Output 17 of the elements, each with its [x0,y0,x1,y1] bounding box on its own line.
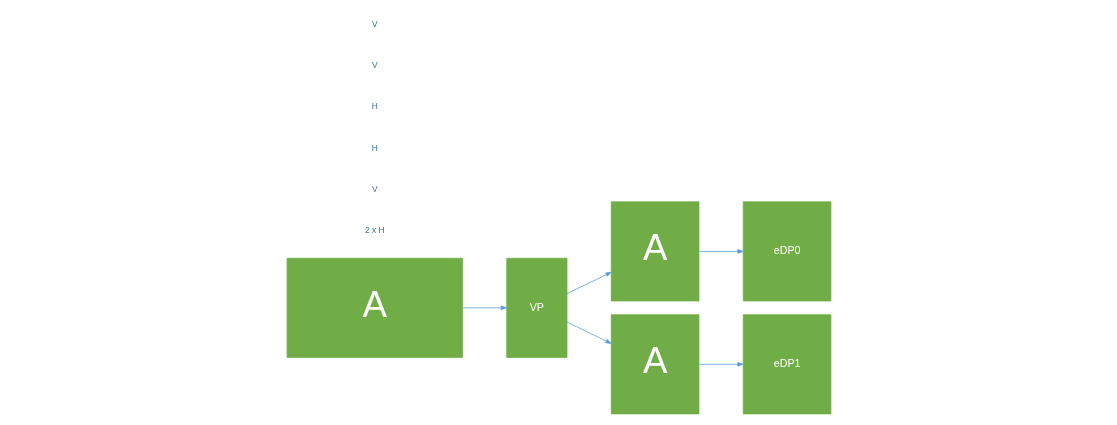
arrow [698,362,743,367]
node-box: eDP1 [742,314,831,415]
label: H [371,101,378,112]
arrow [698,249,743,254]
arrow [461,305,507,311]
label: V [371,60,378,71]
arrow [566,321,612,344]
label: 2 x H [364,224,385,235]
node-box: VP [505,257,567,358]
label: V [371,18,378,29]
node-box: A [610,201,699,302]
node-box: A [610,314,699,415]
node-box: A [286,257,463,358]
label: V [371,183,378,194]
label: H [371,142,378,153]
node-box: eDP0 [742,201,831,302]
arrow [566,271,612,294]
